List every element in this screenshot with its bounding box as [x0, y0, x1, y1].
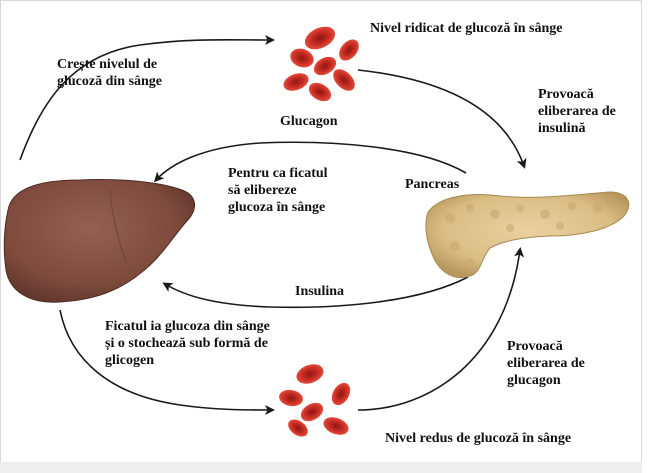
- arrow-pancreas-to-liver-insulin: [162, 276, 469, 309]
- blood-cells-high-icon: [283, 26, 359, 102]
- liver-release-label: Pentru ca ficatul să elibereze glucoza î…: [228, 166, 328, 215]
- high-glucose-label: Nivel ridicat de glucoză în sânge: [370, 21, 563, 36]
- low-glucose-label: Nivel redus de glucoză în sânge: [385, 431, 572, 446]
- arrow-liver-to-low-glucose: [59, 309, 275, 415]
- arrow-liver-to-high-glucose: [19, 34, 275, 161]
- arrow-low-glucose-to-pancreas: [357, 247, 525, 411]
- pancreas-label: Pancreas: [405, 177, 460, 192]
- pancreas-icon: [425, 191, 630, 278]
- arrow-pancreas-to-liver-glucagon: [153, 141, 467, 183]
- glucagon-label: Glucagon: [280, 114, 338, 129]
- insulin-label: Insulina: [295, 284, 345, 299]
- trigger-glucagon-label: Provoacă eliberarea de glucagon: [507, 339, 585, 388]
- bottom-bar: [0, 462, 642, 473]
- increase-glucose-label: Crește nivelul de glucoză din sânge: [57, 57, 163, 89]
- blood-cells-low-icon: [279, 364, 351, 437]
- trigger-insulin-label: Provoacă eliberarea de insulină: [538, 87, 616, 136]
- liver-icon: [3, 178, 195, 303]
- arrow-high-glucose-to-pancreas: [357, 69, 527, 169]
- liver-store-label: Ficatul ia glucoza din sânge și o stoche…: [105, 319, 270, 368]
